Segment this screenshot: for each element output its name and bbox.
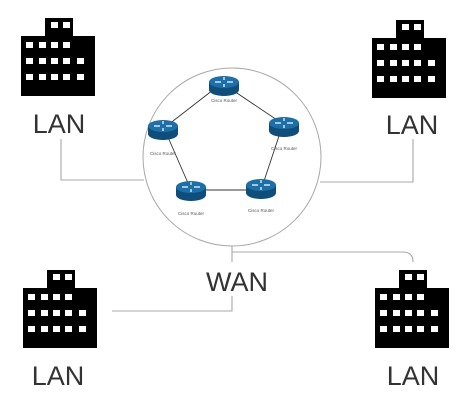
building-icon: [375, 270, 449, 348]
lan-label-bottom-left: LAN: [32, 361, 85, 391]
building-icon: [372, 20, 446, 98]
router-icon: [208, 75, 240, 97]
wan-boundary: [142, 67, 322, 247]
router-icon: [147, 119, 179, 141]
router-label: Cisco Router: [150, 151, 177, 156]
router-left: Cisco Router: [147, 119, 179, 156]
link-lan-bottom-right: [232, 251, 414, 263]
router-icon: [175, 180, 207, 202]
link-lan-top-left: [60, 139, 144, 181]
router-right: Cisco Router: [268, 116, 300, 151]
router-label: Cisco Router: [211, 98, 238, 103]
wan-label: WAN: [206, 267, 268, 297]
connection-lines: [60, 139, 414, 312]
link-lan-bottom-left: [112, 296, 233, 312]
building-icon: [23, 270, 97, 348]
router-icon: [245, 178, 277, 200]
building-icon: [21, 18, 95, 96]
router-bottom-right: Cisco Router: [245, 178, 277, 213]
router-label: Cisco Router: [271, 146, 298, 151]
router-label: Cisco Router: [178, 211, 205, 216]
router-label: Cisco Router: [248, 208, 275, 213]
router-icon: [268, 116, 300, 138]
lan-label-bottom-right: LAN: [387, 361, 440, 391]
lan-label-top-left: LAN: [33, 109, 86, 139]
link-lan-top-right: [320, 139, 414, 183]
router-top: Cisco Router: [208, 75, 240, 103]
router-bottom-left: Cisco Router: [175, 180, 207, 216]
lan-label-top-right: LAN: [386, 110, 439, 140]
